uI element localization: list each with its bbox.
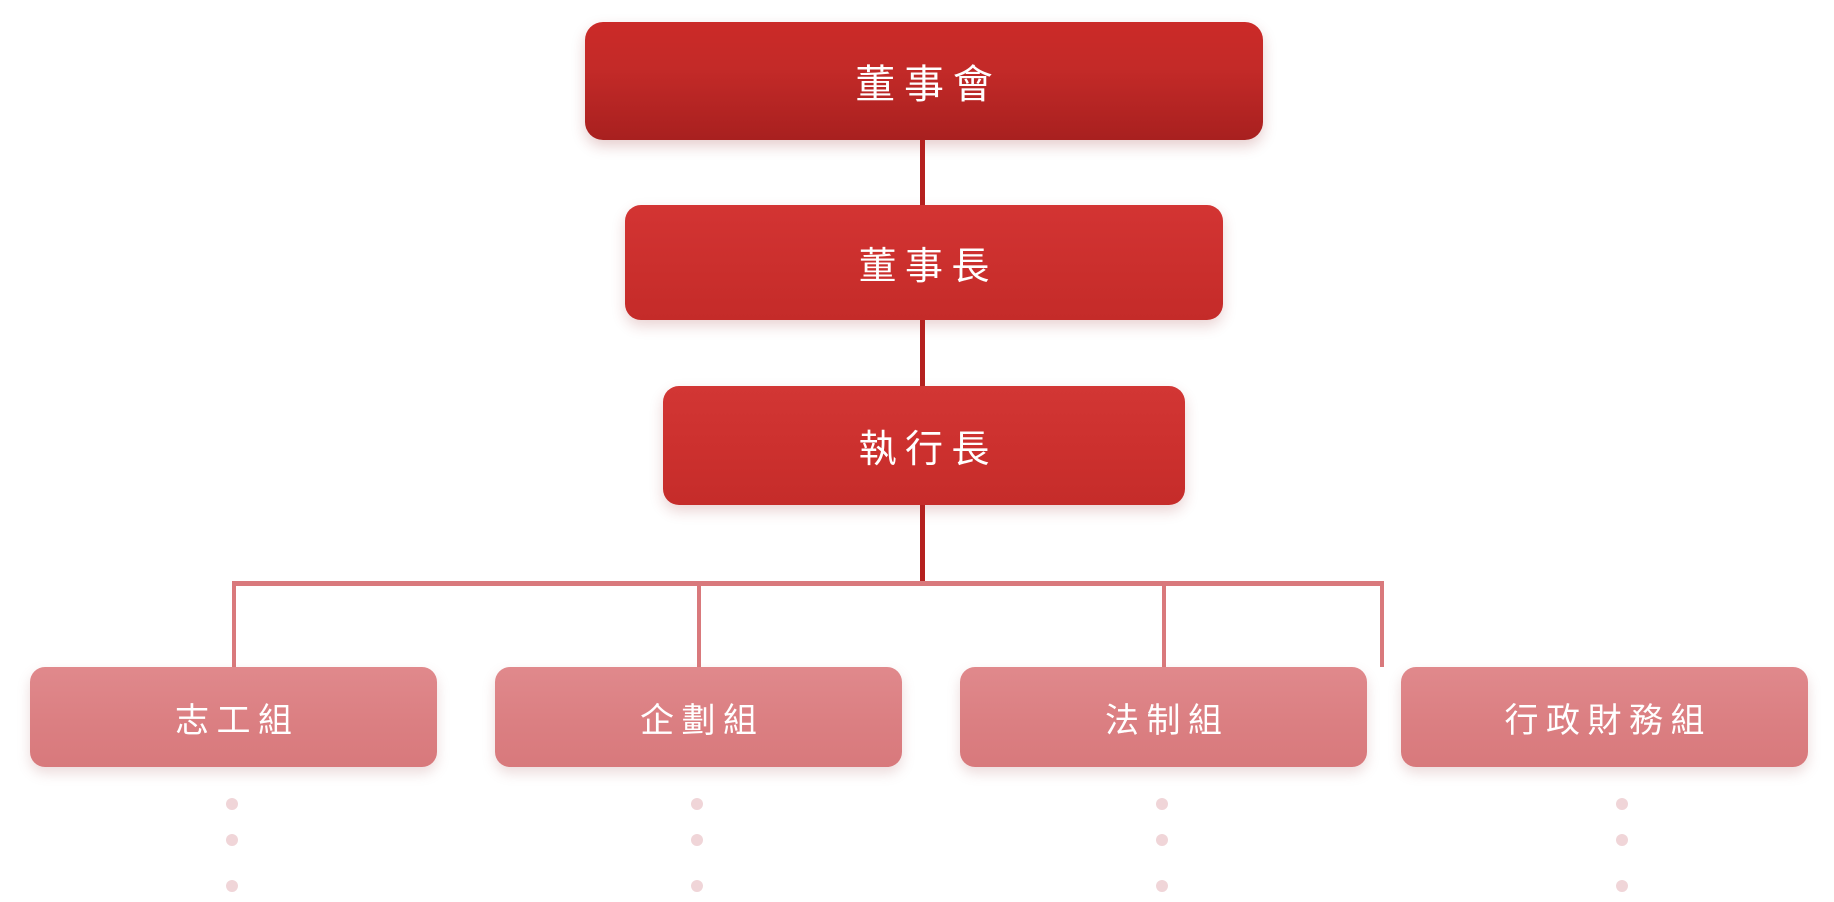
ellipsis-dots-legal xyxy=(1156,798,1168,892)
org-node-volunteer-group[interactable]: 志工組 xyxy=(30,667,437,767)
org-node-board[interactable]: 董事會 xyxy=(585,22,1263,140)
connector-drop-volunteer xyxy=(232,581,236,667)
ellipsis-dot xyxy=(226,880,238,892)
org-node-chairman[interactable]: 董事長 xyxy=(625,205,1223,320)
org-node-planning-group[interactable]: 企劃組 xyxy=(495,667,902,767)
connector-drop-admin xyxy=(1380,581,1384,667)
connector-horizontal-bus xyxy=(232,581,1380,586)
ellipsis-dot xyxy=(1616,798,1628,810)
ellipsis-dot xyxy=(1156,834,1168,846)
ellipsis-dot xyxy=(1616,834,1628,846)
ellipsis-dot xyxy=(1156,798,1168,810)
ellipsis-dot xyxy=(691,798,703,810)
connector-board-to-chairman xyxy=(920,140,925,205)
ellipsis-dot xyxy=(1156,880,1168,892)
org-node-ceo[interactable]: 執行長 xyxy=(663,386,1185,505)
ellipsis-dot xyxy=(691,880,703,892)
connector-drop-legal xyxy=(1162,581,1166,667)
connector-drop-planning xyxy=(697,581,701,667)
ellipsis-dot xyxy=(226,798,238,810)
ellipsis-dot xyxy=(1616,880,1628,892)
ellipsis-dot xyxy=(226,834,238,846)
connector-chairman-to-ceo xyxy=(920,320,925,386)
org-node-admin-finance-group[interactable]: 行政財務組 xyxy=(1401,667,1808,767)
connector-ceo-to-bus xyxy=(920,505,925,585)
ellipsis-dots-volunteer xyxy=(226,798,238,892)
org-node-legal-group[interactable]: 法制組 xyxy=(960,667,1367,767)
ellipsis-dots-admin xyxy=(1616,798,1628,892)
ellipsis-dots-planning xyxy=(691,798,703,892)
ellipsis-dot xyxy=(691,834,703,846)
